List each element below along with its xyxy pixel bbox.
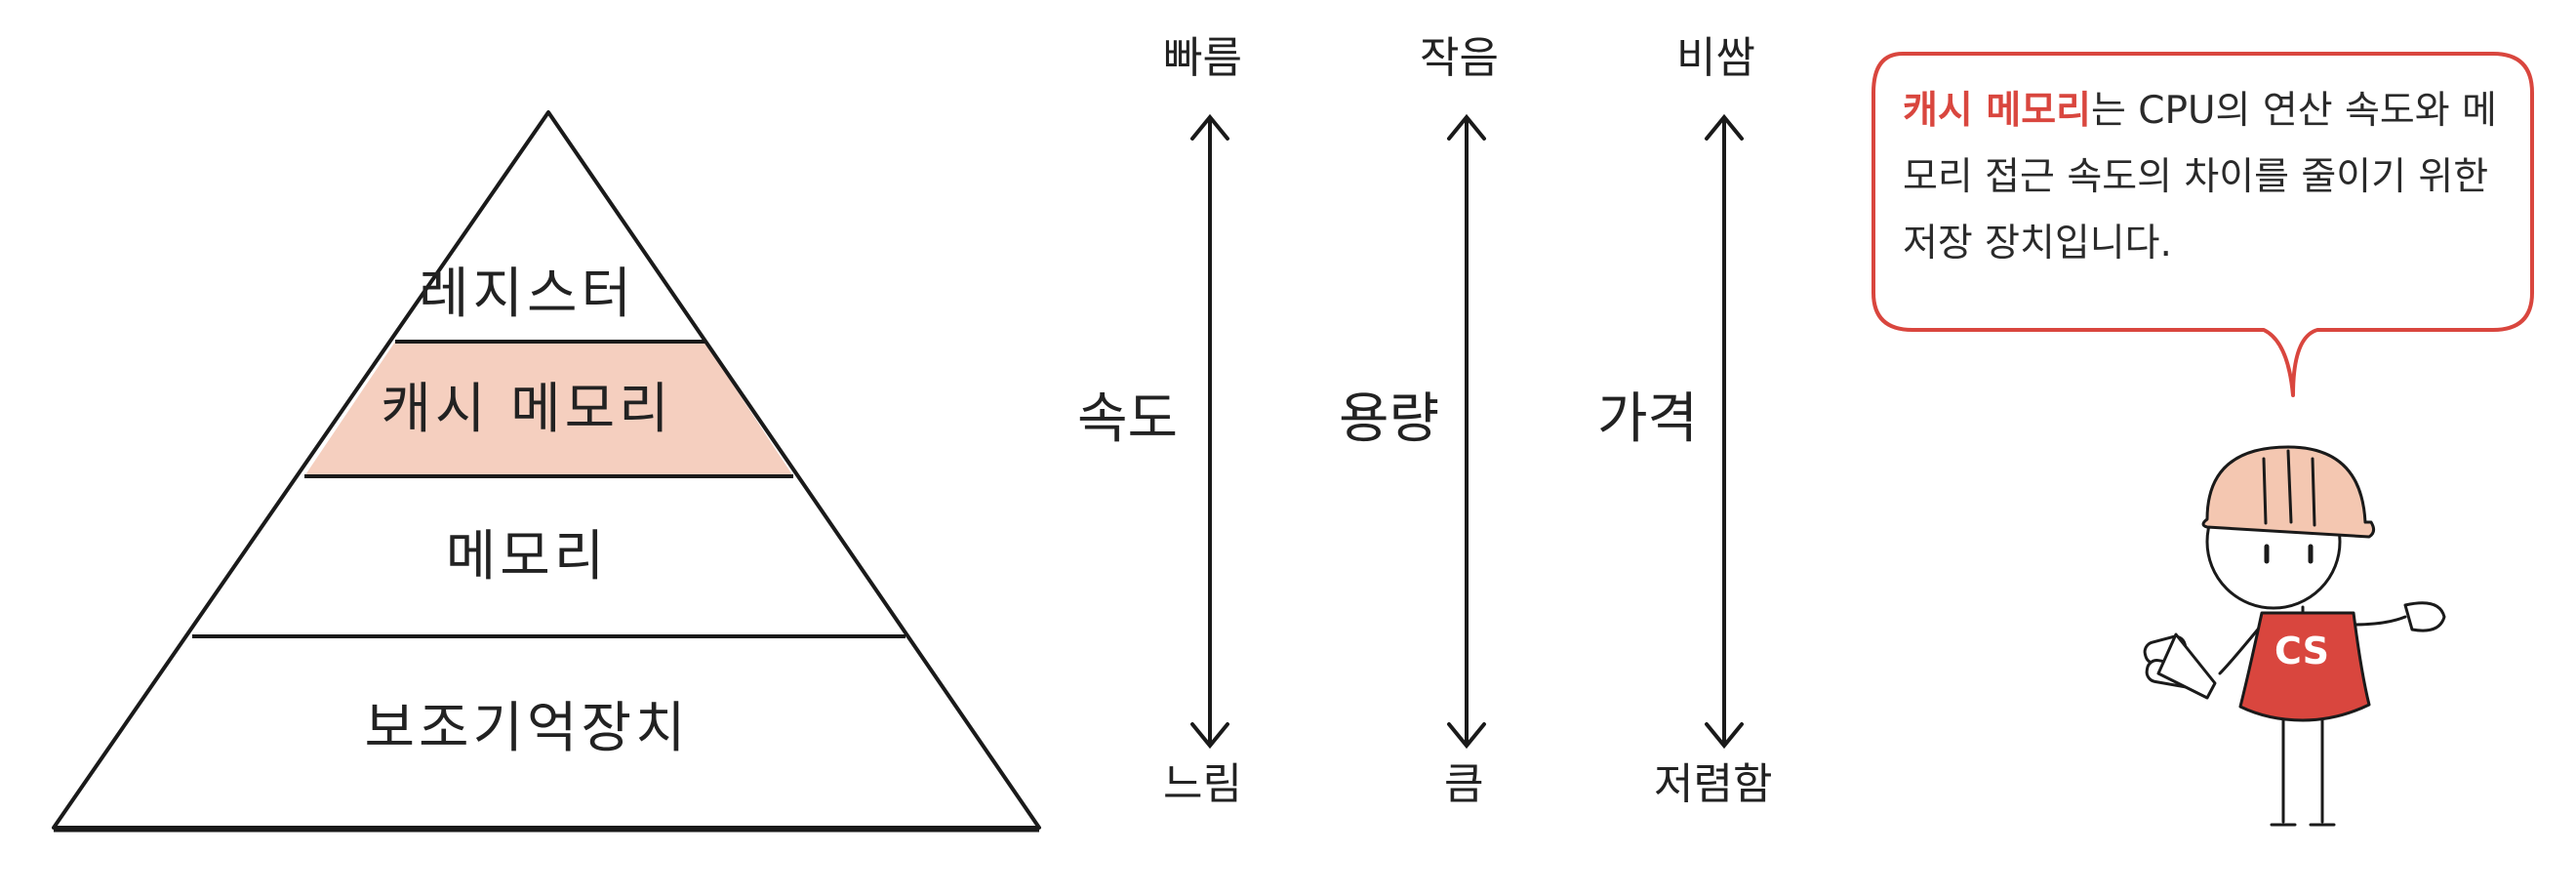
capacity-bottom-label: 큼 bbox=[1444, 759, 1484, 809]
speech-bubble-text: 캐시 메모리는 CPU의 연산 속도와 메모리 접근 속도의 차이를 줄이기 위… bbox=[1903, 78, 2508, 277]
pyramid-tier-memory: 메모리 bbox=[445, 525, 609, 589]
mascot-shirt bbox=[2238, 611, 2371, 722]
capacity-axis-name: 용량 bbox=[1339, 387, 1440, 451]
memory-pyramid bbox=[52, 110, 1041, 833]
speed-arrow bbox=[1190, 113, 1229, 750]
price-top-label: 비쌈 bbox=[1676, 33, 1755, 83]
tier-highlight-fill bbox=[304, 342, 793, 476]
pyramid-tier-secondary-storage: 보조기억장치 bbox=[364, 697, 690, 760]
mascot-hand-right bbox=[2403, 601, 2446, 632]
mascot-badge: CS bbox=[2274, 630, 2329, 672]
speed-axis-name: 속도 bbox=[1077, 387, 1179, 451]
speech-bubble-highlight: 캐시 메모리 bbox=[1903, 89, 2091, 133]
capacity-arrow bbox=[1447, 113, 1486, 750]
speed-top-label: 빠름 bbox=[1163, 33, 1242, 83]
price-bottom-label: 저렴함 bbox=[1654, 759, 1773, 809]
price-arrow bbox=[1705, 113, 1744, 750]
pyramid-tier-register: 레지스터 bbox=[418, 263, 636, 326]
speech-bubble-body: 는 CPU의 연산 속도와 메모리 접근 속도의 차이를 줄이기 위한 저장 장… bbox=[1903, 89, 2497, 265]
price-axis-name: 가격 bbox=[1597, 387, 1699, 451]
pyramid-tier-cache-memory: 캐시 메모리 bbox=[381, 378, 673, 441]
mascot-character bbox=[2143, 445, 2446, 827]
speech-bubble bbox=[1872, 52, 2534, 397]
scroll-icon bbox=[2143, 632, 2217, 700]
capacity-top-label: 작음 bbox=[1420, 33, 1499, 83]
speed-bottom-label: 느림 bbox=[1163, 759, 1242, 809]
